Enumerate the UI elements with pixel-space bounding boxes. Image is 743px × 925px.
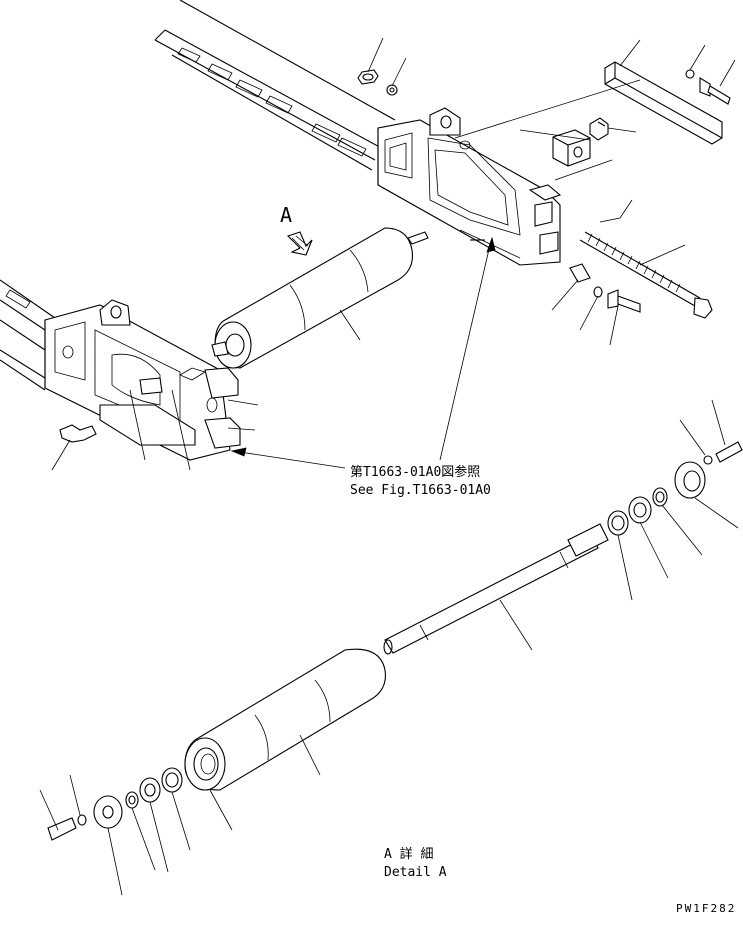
adjusting-screw [579, 231, 713, 319]
bolt-washer-upper-right [685, 69, 731, 105]
left-bracket [44, 299, 241, 461]
leader-lines [39, 37, 739, 896]
grease-fitting-upper [589, 117, 609, 141]
detail-english: Detail A [384, 865, 447, 880]
right-seal-group [607, 441, 743, 536]
grease-fitting-left [59, 424, 97, 443]
left-seal-group [47, 767, 183, 841]
plate-washer-bolt-mid-right [569, 263, 641, 313]
view-a-marker: A [280, 203, 313, 256]
shaft [383, 523, 609, 655]
idler-roller [211, 227, 429, 369]
reference-japanese: 第T1663-01A0図参照 [350, 464, 480, 480]
lower-roller [184, 648, 386, 791]
leader-arrowhead [230, 236, 496, 457]
nut-and-washer [357, 69, 398, 96]
cover-channel [604, 61, 723, 145]
detail-japanese: A 詳 細 [384, 846, 433, 862]
left-frame-rail [0, 279, 56, 391]
upper-bracket-plate [377, 107, 562, 266]
drawing-code: PW1F282 [676, 902, 736, 915]
reference-english: See Fig.T1663-01A0 [350, 483, 491, 498]
upper-frame-rail [154, 0, 396, 171]
view-marker-label: A [280, 203, 292, 227]
